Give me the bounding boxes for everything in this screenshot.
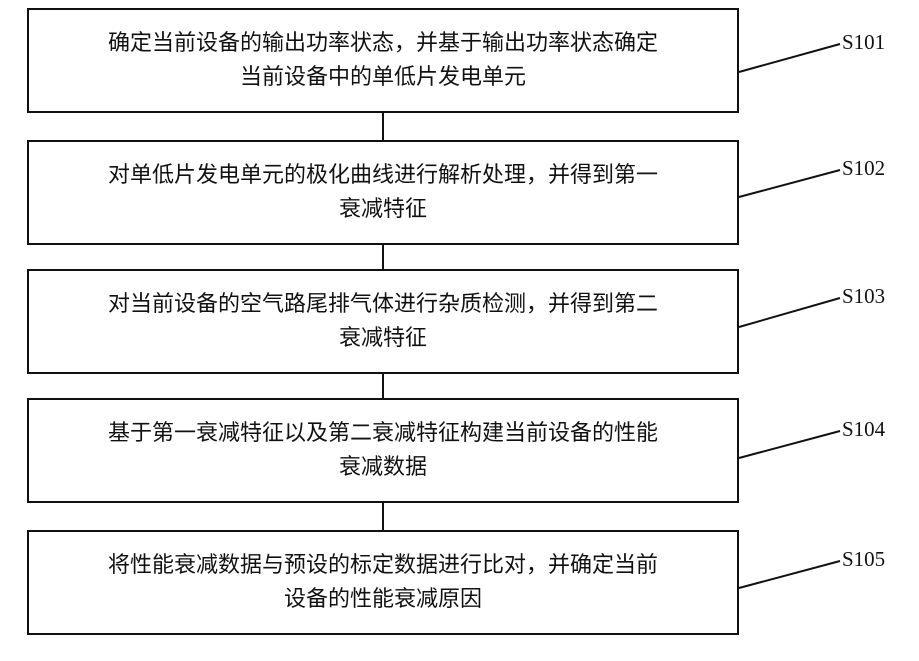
leader-line-s102 — [739, 170, 840, 197]
step-label-s101: S101 — [842, 30, 885, 54]
step-label-s102: S102 — [842, 156, 885, 180]
leader-line-s103 — [739, 298, 840, 327]
step-label-s105: S105 — [842, 547, 885, 571]
leader-line-s104 — [739, 431, 840, 458]
leader-line-s101 — [739, 44, 840, 72]
leader-line-s105 — [739, 561, 840, 588]
step-label-s103: S103 — [842, 284, 885, 308]
step-label-s104: S104 — [842, 417, 885, 441]
